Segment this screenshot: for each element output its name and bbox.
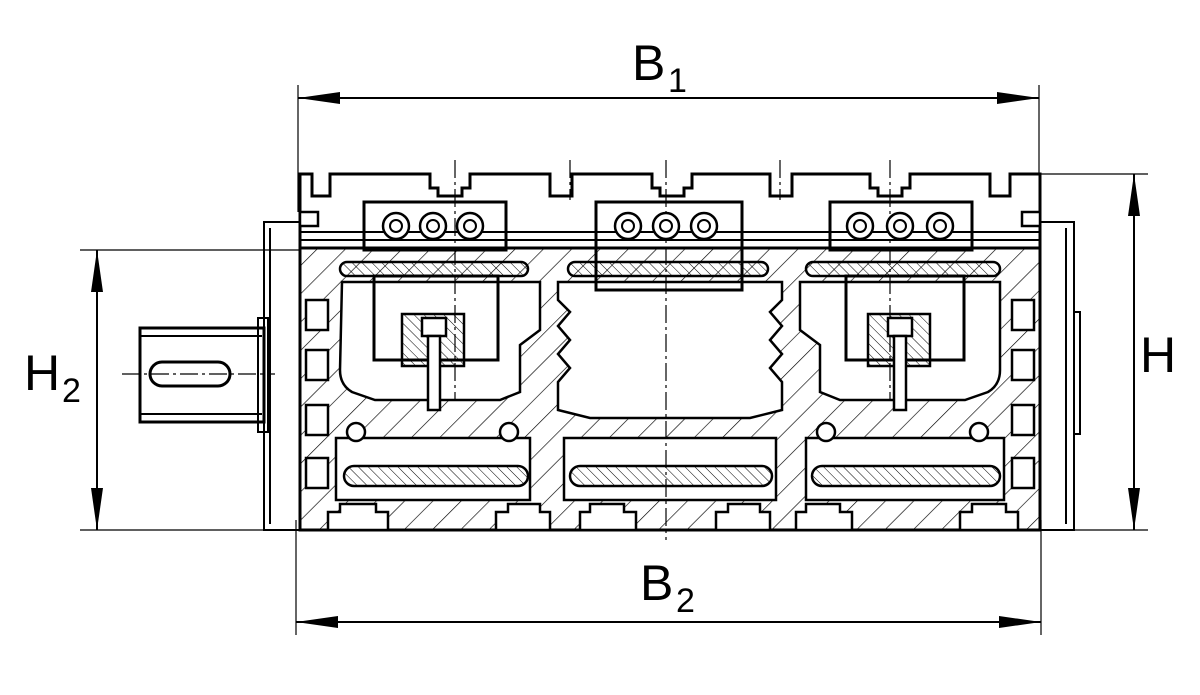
- drive-shaft: [122, 317, 275, 433]
- dimension-b1: B 1: [297, 35, 1040, 212]
- jaw-left: [338, 200, 530, 412]
- spindle-left: [342, 464, 530, 488]
- end-cap-right: [1073, 311, 1081, 435]
- base-body: [298, 246, 1042, 532]
- h2-arrow-top: [91, 250, 103, 292]
- jaw-center: [566, 200, 770, 292]
- b2-subscript: 2: [676, 582, 695, 620]
- h-arrow-top: [1128, 174, 1140, 216]
- bottom-tslots: [326, 502, 1020, 532]
- b2-arrow-right: [999, 616, 1041, 628]
- b1-arrow-left: [298, 92, 340, 104]
- spindle-center: [568, 464, 774, 488]
- b1-label: B: [632, 35, 665, 91]
- pin-3: [815, 421, 837, 443]
- b1-subscript: 1: [668, 62, 687, 100]
- rail-end-notches: [298, 210, 1042, 228]
- end-plate-right: [1039, 221, 1075, 531]
- shaft-keyway: [148, 360, 232, 388]
- h2-arrow-bottom: [91, 488, 103, 530]
- pin-4: [968, 421, 990, 443]
- top-rail: [298, 172, 1042, 248]
- spindle-right: [810, 464, 1002, 488]
- dimension-h: H: [1040, 173, 1176, 531]
- h2-subscript: 2: [62, 372, 81, 410]
- dimension-h2: H 2: [24, 249, 300, 531]
- b2-arrow-left: [296, 616, 338, 628]
- h-label: H: [1140, 327, 1176, 383]
- pin-1: [345, 421, 367, 443]
- jaw-right: [804, 200, 1002, 412]
- shaft-body: [138, 326, 266, 424]
- b2-label: B: [640, 555, 673, 611]
- b1-arrow-right: [997, 92, 1039, 104]
- cavity-center: [556, 280, 784, 420]
- pin-2: [498, 421, 520, 443]
- h-arrow-bottom: [1128, 488, 1140, 530]
- dimension-b2: B 2: [295, 520, 1042, 635]
- h2-label: H: [24, 345, 60, 401]
- side-slots-left: [304, 298, 330, 490]
- side-slots-right: [1010, 298, 1036, 490]
